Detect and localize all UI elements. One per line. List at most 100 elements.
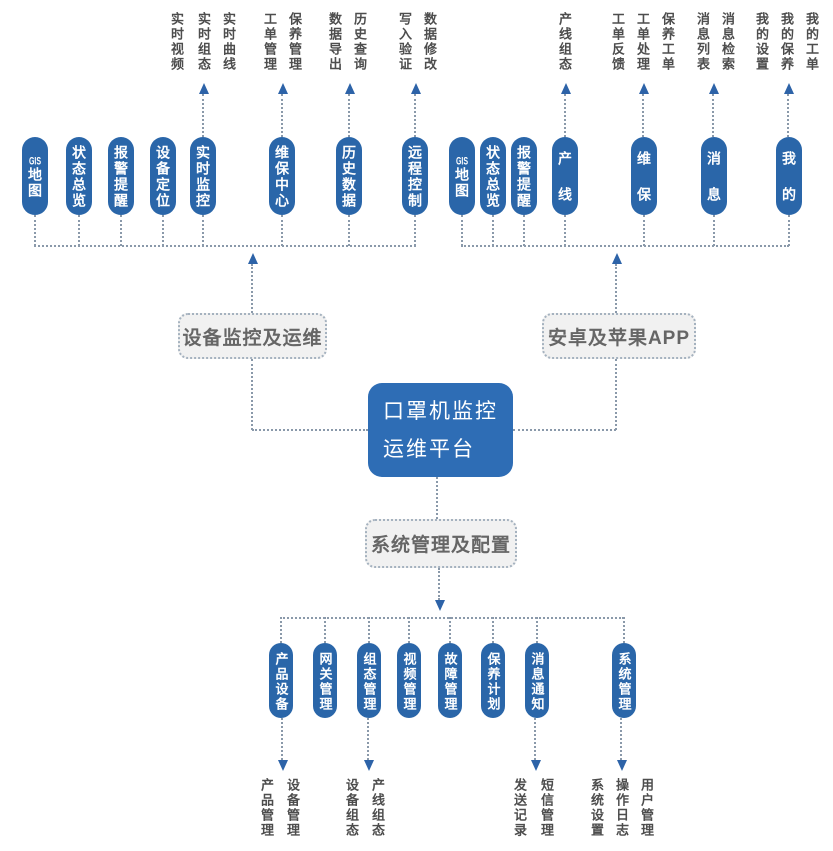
subfeature-label-user-mgmt: 用户管理 [639, 778, 654, 838]
connector-line [513, 429, 616, 431]
pill-maintenance-center: 维保中心 [269, 137, 295, 215]
subfeature-label-op-log: 操作日志 [614, 778, 629, 838]
connector-arrow-up [639, 83, 649, 137]
pill-video-mgmt: 视频管理 [397, 643, 421, 718]
subfeature-label-sms-mgmt: 短信管理 [539, 778, 554, 838]
box-mobile-app: 安卓及苹果APP [542, 313, 696, 359]
connector-arrow-up [561, 83, 571, 137]
pill-message: 消息 [701, 137, 727, 223]
feature-label-msg-search: 消息检索 [720, 12, 735, 72]
feature-label-line-scada: 产线组态 [557, 12, 572, 72]
connector-line [449, 617, 451, 643]
pill-gis-map: GIS地图 [449, 137, 475, 215]
connector-line [120, 215, 122, 246]
connector-line [615, 359, 617, 430]
platform-title-line2: 运维平台 [383, 438, 475, 461]
connector-bus-left [34, 245, 416, 247]
gis-cjk: 地图 [27, 166, 43, 199]
connector-arrow-down [278, 718, 288, 771]
subfeature-label-sys-settings: 系统设置 [589, 778, 604, 838]
feature-label-realtime-curve: 实时曲线 [221, 12, 236, 72]
connector-line [281, 215, 283, 246]
connector-line [713, 215, 715, 246]
connector-line [414, 215, 416, 246]
connector-line [252, 429, 368, 431]
connector-arrow-up [199, 83, 209, 137]
connector-arrow-down [531, 718, 541, 771]
connector-line [492, 215, 494, 246]
gis-latin: GIS [28, 155, 42, 167]
pill-alarm-reminder: 报警提醒 [108, 137, 134, 215]
connector-line [78, 215, 80, 246]
connector-line [623, 617, 625, 643]
feature-label-realtime-scada: 实时组态 [196, 12, 211, 72]
pill-product-device: 产品设备 [269, 643, 293, 718]
feature-label-realtime-video: 实时视频 [169, 12, 184, 72]
feature-label-wo-handle: 工单处理 [635, 12, 650, 72]
connector-arrow-down [617, 718, 627, 771]
connector-line [280, 617, 282, 643]
feature-label-my-workorder: 我的工单 [804, 12, 819, 72]
pill-mine: 我的 [776, 137, 802, 223]
pill-gis-map: GIS地图 [22, 137, 48, 215]
pill-message-notify: 消息通知 [525, 643, 549, 718]
pill-alarm-reminder: 报警提醒 [511, 137, 537, 215]
pill-system-mgmt: 系统管理 [612, 643, 636, 718]
box-device-monitor-ops: 设备监控及运维 [178, 313, 327, 359]
pill-remote-control: 远程控制 [402, 137, 428, 215]
gis-latin: GIS [455, 155, 469, 167]
center-platform-box: 口罩机监控 运维平台 [368, 383, 513, 477]
connector-arrow-up [278, 83, 288, 137]
subfeature-label-device-scada: 设备组态 [344, 778, 359, 838]
connector-line [461, 215, 463, 246]
connector-arrow-up [784, 83, 794, 137]
subfeature-label-line-scada: 产线组态 [370, 778, 385, 838]
connector-bus-right [461, 245, 789, 247]
feature-label-my-settings: 我的设置 [754, 12, 769, 72]
connector-arrow-down [435, 568, 445, 611]
connector-arrow-up [411, 83, 421, 137]
connector-line [536, 617, 538, 643]
gis-cjk: 地图 [454, 166, 470, 199]
subfeature-label-product-mgmt: 产品管理 [259, 778, 274, 838]
feature-label-workorder-mgmt: 工单管理 [262, 12, 277, 72]
connector-line [408, 617, 410, 643]
connector-line [324, 617, 326, 643]
feature-label-wo-feedback: 工单反馈 [610, 12, 625, 72]
pill-history-data: 历史数据 [336, 137, 362, 215]
pill-maintenance: 维保 [631, 137, 657, 223]
pill-status-overview: 状态总览 [66, 137, 92, 215]
connector-line [523, 215, 525, 246]
feature-label-my-maintain: 我的保养 [779, 12, 794, 72]
feature-label-write-verify: 写入验证 [397, 12, 412, 72]
connector-line [788, 215, 790, 246]
connector-line [643, 215, 645, 246]
connector-line [368, 617, 370, 643]
feature-label-history-query: 历史查询 [352, 12, 367, 72]
pill-realtime-monitor: 实时监控 [190, 137, 216, 215]
connector-arrow-up [612, 253, 622, 313]
connector-line [251, 359, 253, 430]
feature-label-msg-list: 消息列表 [695, 12, 710, 72]
connector-bus-bottom [280, 617, 624, 619]
subfeature-label-device-mgmt: 设备管理 [285, 778, 300, 838]
pill-maintenance-plan: 保养计划 [481, 643, 505, 718]
pill-status-overview: 状态总览 [480, 137, 506, 215]
connector-line [34, 215, 36, 246]
connector-line [348, 215, 350, 246]
feature-label-maintain-wo: 保养工单 [660, 12, 675, 72]
pill-production-line: 产线 [552, 137, 578, 223]
platform-title-line1: 口罩机监控 [383, 400, 498, 423]
connector-arrow-up [248, 253, 258, 313]
box-system-config: 系统管理及配置 [365, 519, 517, 568]
subfeature-label-send-record: 发送记录 [512, 778, 527, 838]
feature-label-data-export: 数据导出 [327, 12, 342, 72]
connector-line [436, 477, 438, 519]
connector-arrow-up [709, 83, 719, 137]
connector-arrow-up [345, 83, 355, 137]
connector-line [564, 215, 566, 246]
pill-gateway-mgmt: 网关管理 [313, 643, 337, 718]
pill-scada-mgmt: 组态管理 [357, 643, 381, 718]
connector-line [202, 215, 204, 246]
